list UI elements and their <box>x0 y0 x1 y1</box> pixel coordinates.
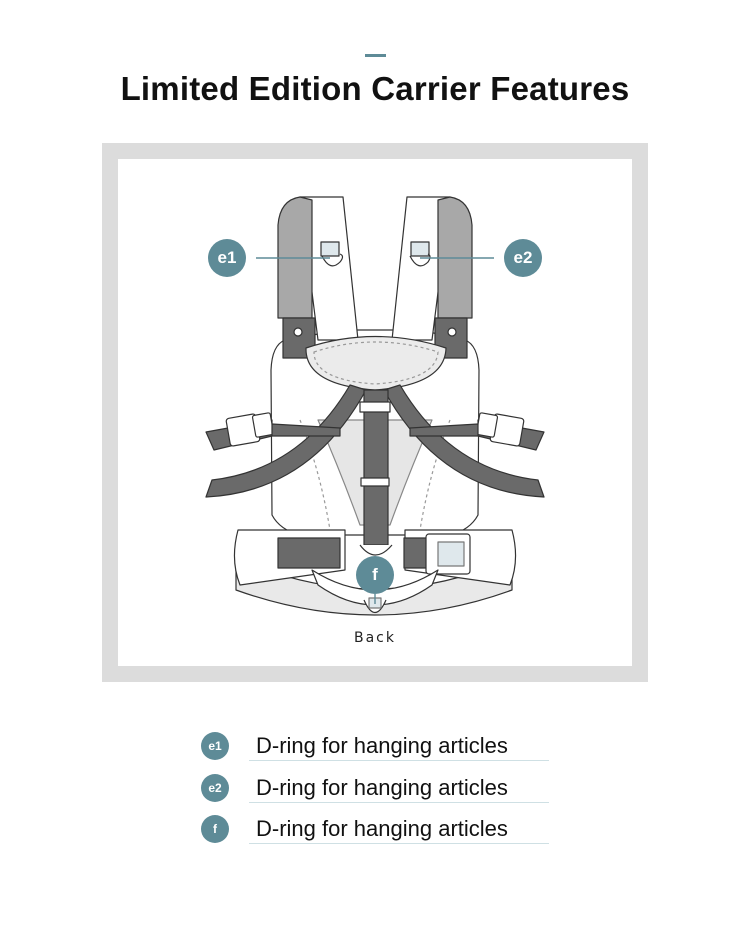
left-d-ring <box>321 253 344 267</box>
legend-text: D-ring for hanging articles <box>249 814 549 844</box>
feature-legend: e1 D-ring for hanging articles e2 D-ring… <box>198 727 558 852</box>
chest-pad-stitching <box>313 341 439 385</box>
legend-text: D-ring for hanging articles <box>249 773 549 803</box>
legend-item: e1 D-ring for hanging articles <box>198 727 558 769</box>
left-body-strap <box>271 423 341 437</box>
right-body-strap <box>409 423 479 437</box>
right-d-ring-tab <box>410 241 430 257</box>
waist-strap-left <box>277 537 341 569</box>
center-strap <box>363 389 389 546</box>
right-side-buckle-clip <box>475 412 499 438</box>
center-strap-slider-mid <box>360 477 390 487</box>
callout-e2: e2 <box>504 239 542 277</box>
waist-buckle-inner <box>437 541 465 567</box>
left-strap-snap <box>293 327 303 337</box>
legend-text: D-ring for hanging articles <box>249 731 549 761</box>
callout-e1: e1 <box>208 239 246 277</box>
legend-badge-e2: e2 <box>201 773 229 802</box>
chest-pad <box>305 335 447 391</box>
left-d-ring-tab <box>320 241 340 257</box>
left-side-buckle-clip <box>251 412 275 438</box>
legend-badge-e1: e1 <box>201 732 229 760</box>
legend-item: f D-ring for hanging articles <box>198 810 558 852</box>
right-shoulder-strap <box>391 196 451 341</box>
carrier-body-stitching <box>299 419 451 531</box>
right-strap-snap <box>447 327 457 337</box>
page-title: Limited Edition Carrier Features <box>120 70 630 107</box>
title-accent-bar <box>365 54 386 57</box>
diagram-view-label: Back <box>354 630 396 646</box>
callout-f: f <box>356 556 394 594</box>
legend-badge-f: f <box>201 815 229 843</box>
waist-lower-panel <box>311 569 439 606</box>
center-strap-slider-top <box>359 401 391 413</box>
right-d-ring <box>409 253 431 267</box>
center-d-ring <box>359 544 393 556</box>
legend-item: e2 D-ring for hanging articles <box>198 769 558 811</box>
